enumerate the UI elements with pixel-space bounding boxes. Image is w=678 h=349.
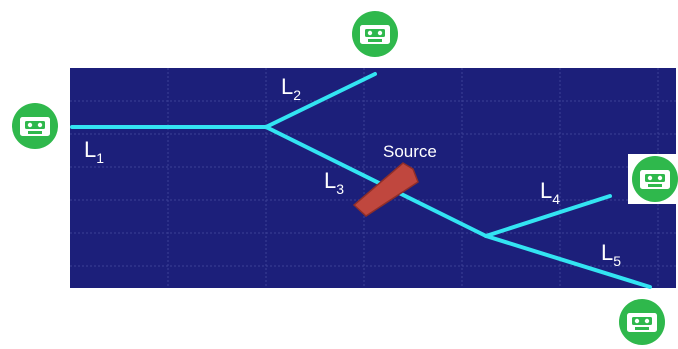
sensor-left-cassette-icon [12,103,58,149]
sensor-right-cassette-icon [628,154,678,204]
segment-label-l4: L4 [540,178,560,207]
sensor-top-cassette-icon [352,11,398,57]
segment-label-l3: L3 [324,168,344,197]
pipe-segment-l2 [264,72,377,129]
sensor-bottom-right-cassette-icon [619,299,665,345]
source-arrow-shape [352,162,419,217]
segment-label-l2: L2 [281,74,301,103]
pipe-segment-l5 [484,234,652,289]
source-marker: Source [352,142,437,217]
segment-label-l1: L1 [84,137,104,166]
segment-label-l5: L5 [601,240,621,269]
pipe-segment-l3 [264,125,488,238]
pipe-segment-l4 [484,194,612,238]
pipes [70,72,652,289]
source-label: Source [383,142,437,161]
grid [70,68,676,288]
